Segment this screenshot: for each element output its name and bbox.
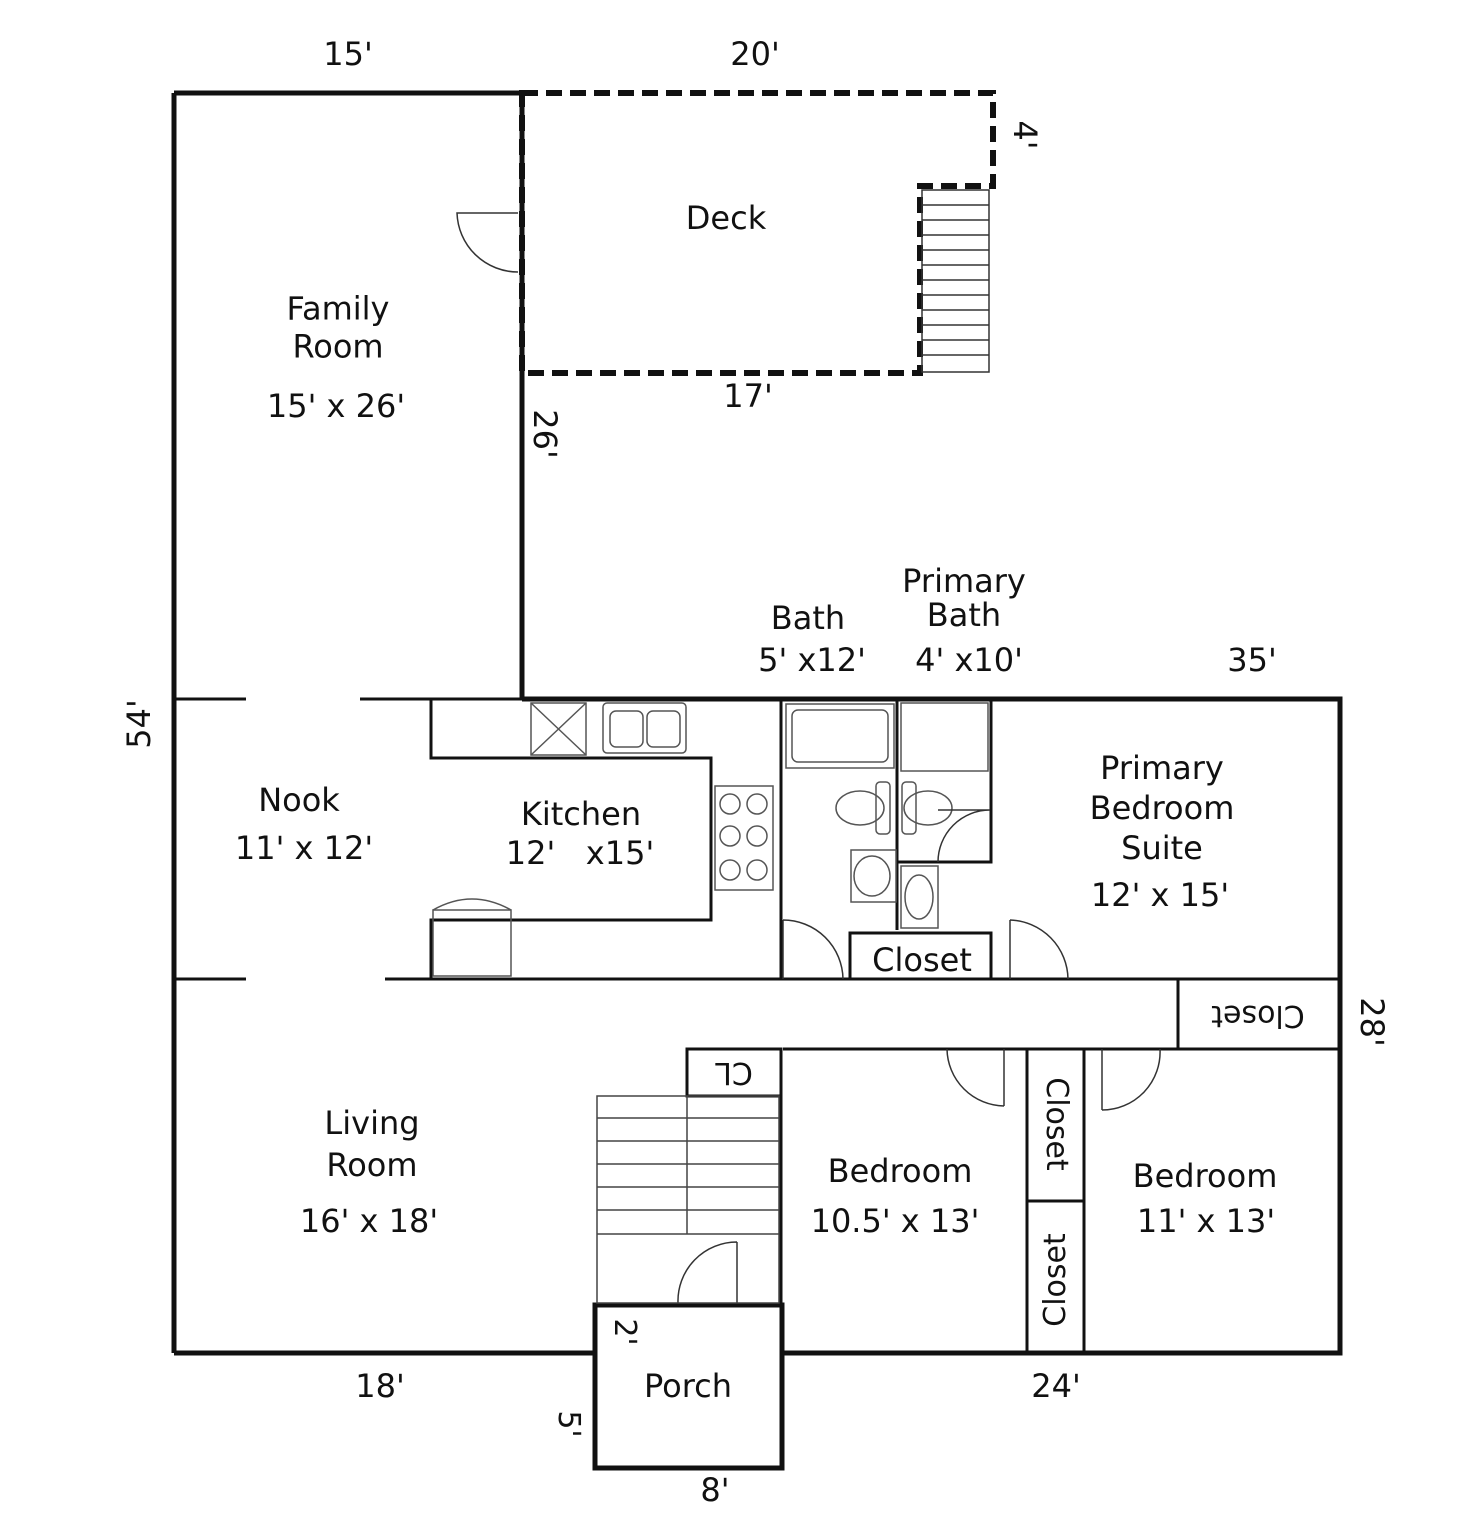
dim-bottom-left: 18' (355, 1367, 405, 1405)
family-room-label: Family Room (286, 289, 390, 366)
dim-right-top: 35' (1227, 641, 1277, 679)
bath-sink (850, 849, 897, 903)
toilet-1 (835, 790, 885, 826)
dim-porch-small: 2' (607, 1318, 642, 1346)
living-room-size: 16' x 18' (299, 1201, 439, 1240)
washer (432, 909, 512, 977)
fixtures (432, 702, 989, 977)
deck-label: Deck (685, 198, 767, 237)
stove (714, 785, 774, 891)
bedroom-closet-bottom-label: Closet (1038, 1233, 1073, 1327)
living-room-label: Living Room (324, 1104, 420, 1184)
fridge-box (530, 702, 587, 756)
porch-walls (592, 1302, 785, 1471)
nook-label: Nook (258, 780, 340, 819)
bedroom1-label: Bedroom (827, 1151, 973, 1190)
bedroom2-size: 11' x 13' (1136, 1201, 1276, 1240)
interior-stairs (596, 1095, 780, 1304)
shower (900, 702, 989, 772)
bedroom-closet-top-label: Closet (1039, 1077, 1074, 1171)
primary-bath-label: Primary Bath (902, 562, 1026, 634)
bath-size: 5' x12' (758, 640, 866, 679)
primary-suite-size: 12' x 15' (1090, 875, 1230, 914)
dim-family-side: 26' (526, 409, 564, 459)
dim-deck-bottom: 17' (723, 377, 773, 415)
dim-porch-width: 8' (700, 1471, 730, 1509)
bath-label: Bath (770, 598, 846, 637)
cl-closet-label: CL (715, 1055, 753, 1090)
dim-porch-depth: 5' (551, 1410, 586, 1438)
dim-right-side: 28' (1353, 997, 1391, 1047)
dim-top-deck: 20' (730, 35, 780, 73)
dim-deck-side: 4' (1006, 120, 1044, 150)
bedroom2-label: Bedroom (1132, 1156, 1278, 1195)
dim-top-left: 15' (323, 35, 373, 73)
deck-outline (519, 90, 996, 376)
bedroom1-size: 10.5' x 13' (810, 1201, 980, 1240)
primary-bath-size: 4' x10' (915, 640, 1023, 679)
nook-size: 11' x 12' (234, 828, 374, 867)
primary-bath-sink (900, 865, 939, 929)
deck-stairs (921, 189, 990, 373)
kitchen-label: Kitchen (520, 794, 642, 833)
door-swings (456, 212, 1161, 1304)
hall-closet-label: Closet (872, 940, 972, 979)
porch-label: Porch (643, 1366, 733, 1405)
primary-suite-label: Primary Bedroom Suite (1089, 749, 1235, 867)
dim-left-total: 54' (120, 699, 158, 749)
family-room-size: 15' x 26' (266, 386, 406, 425)
kitchen-sink (602, 702, 687, 754)
kitchen-size: 12' x15' (505, 833, 655, 872)
interior-walls (174, 697, 1342, 1353)
dim-bottom-right: 24' (1031, 1367, 1081, 1405)
right-closet-label: Closet (1211, 998, 1305, 1033)
toilet-2 (903, 790, 953, 826)
bathtub (785, 703, 895, 769)
